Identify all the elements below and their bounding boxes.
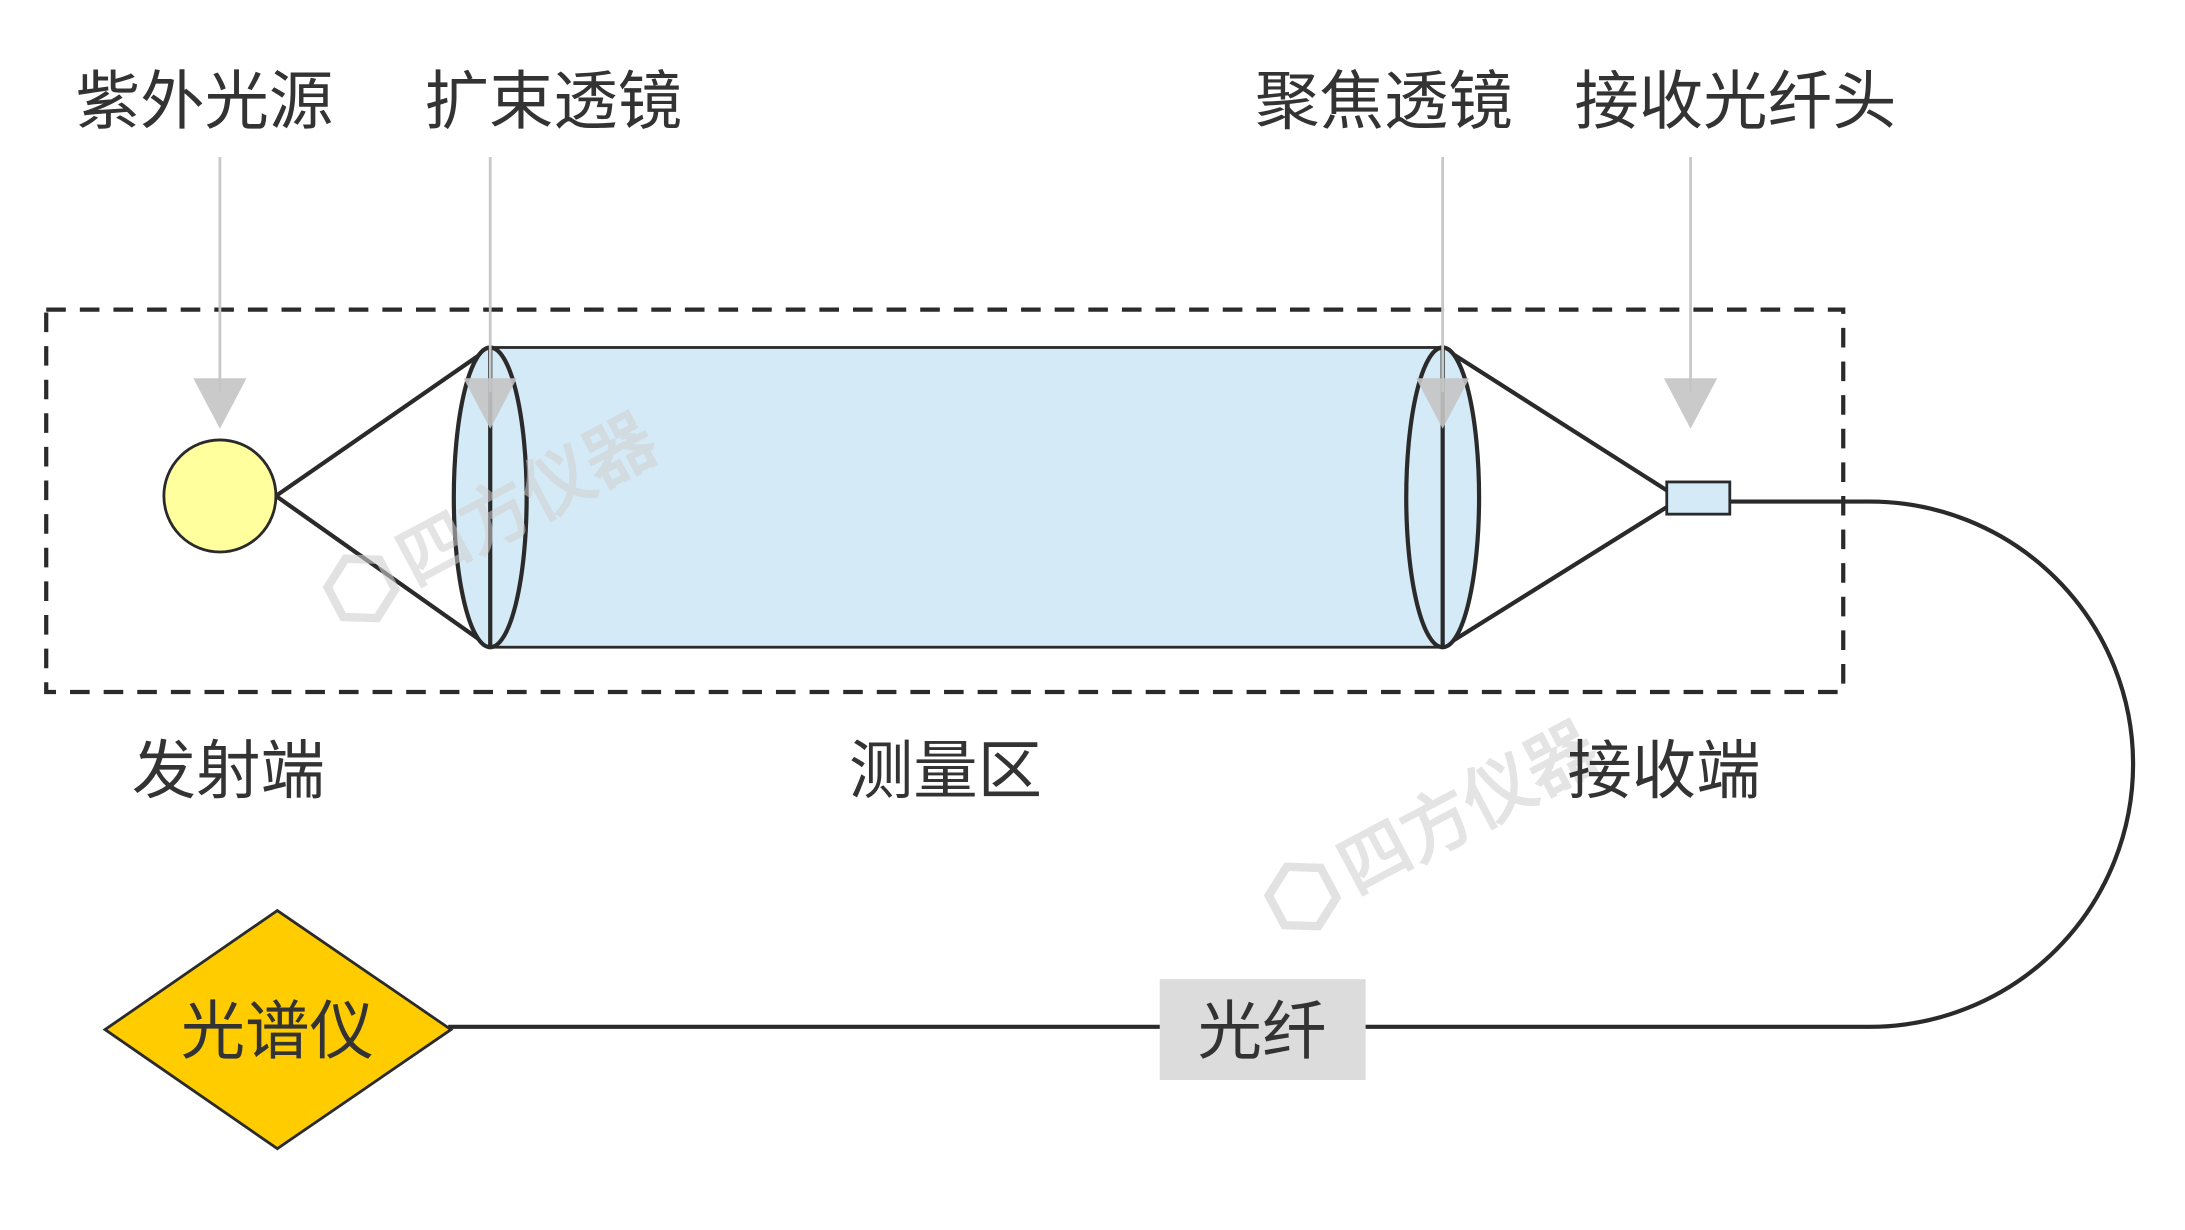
- focus-ray-top: [1441, 345, 1668, 493]
- zone-receiver: 接收端: [1567, 734, 1760, 809]
- pointer-fiber-head: [1663, 156, 1718, 429]
- watermark-logo-icon: [1263, 862, 1342, 931]
- fiber-label: 光纤: [1198, 994, 1327, 1069]
- watermark-logo-icon: [322, 554, 401, 623]
- focus-ray-bottom: [1441, 505, 1668, 649]
- uv-source-lamp: [162, 438, 278, 554]
- spectrometer-diamond: [102, 908, 454, 1151]
- pointer-arrowhead-icon: [193, 378, 247, 429]
- pointer-focusing-lens: [1416, 156, 1470, 429]
- receiving-fiber-head: [1665, 480, 1732, 516]
- label-uv-source: 紫外光源: [76, 64, 334, 139]
- pointer-arrowhead-icon: [1663, 378, 1718, 429]
- pointer-beam-expander: [463, 156, 517, 429]
- pointer-arrowhead-icon: [1416, 378, 1470, 429]
- spectrometer-label: 光谱仪: [181, 994, 374, 1069]
- fiber-label-box: [1159, 979, 1366, 1081]
- source-ray-top: [274, 345, 492, 498]
- label-focusing-lens: 聚焦透镜: [1255, 64, 1513, 139]
- watermark-2: 四方仪器: [1263, 706, 1612, 931]
- pointer-arrowhead-icon: [463, 378, 517, 429]
- optical-fiber-cable: [448, 499, 2136, 1029]
- label-receiving-fiber-head: 接收光纤头: [1574, 64, 1896, 139]
- measurement-beam: [488, 346, 1445, 649]
- pointer-uv-source: [193, 156, 247, 429]
- zone-transmitter: 发射端: [132, 734, 325, 809]
- label-beam-expander-lens: 扩束透镜: [424, 64, 682, 139]
- zone-measurement: 测量区: [849, 734, 1042, 809]
